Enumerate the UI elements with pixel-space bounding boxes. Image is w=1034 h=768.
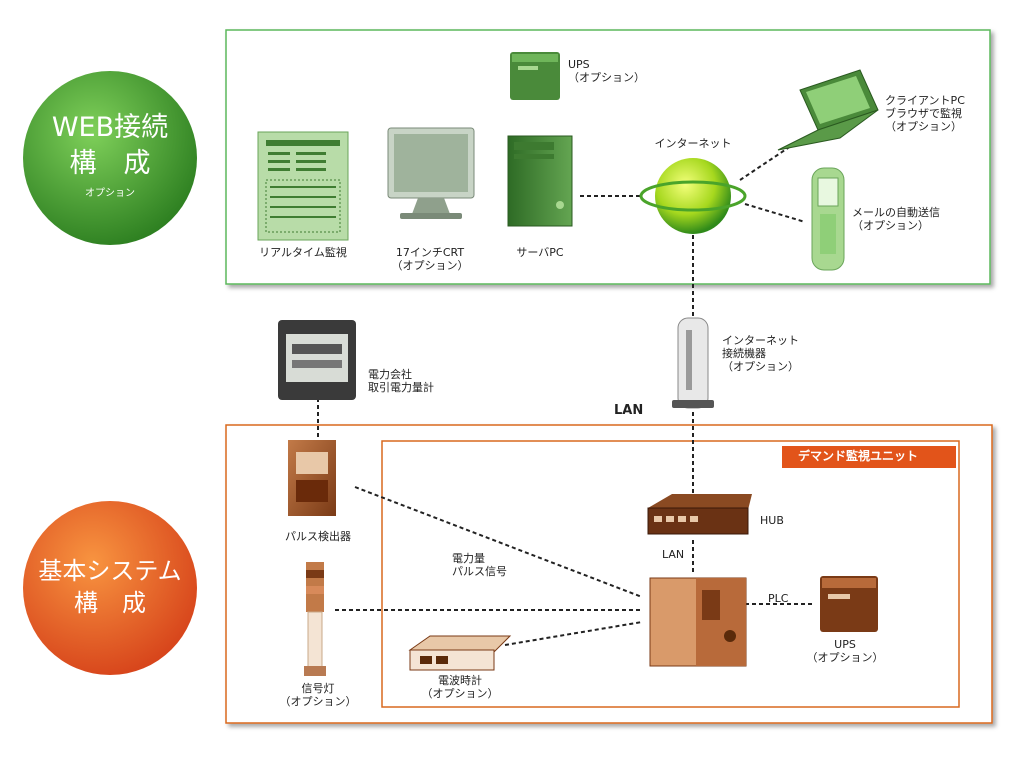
router-icon — [672, 317, 714, 409]
basic-section-box — [225, 424, 993, 724]
signal-light-label-line1: 信号灯 — [301, 682, 335, 695]
client-pc-label-line1: クライアントPC — [885, 94, 965, 107]
hub-label: HUB — [760, 514, 784, 527]
radio-clock-label: 電波時計 （オプション） — [410, 674, 510, 700]
line-internet-mail — [744, 203, 806, 223]
web-subtitle: オプション — [85, 188, 135, 199]
radio-clock-label-line1: 電波時計 — [438, 674, 482, 687]
signal-light-icon — [304, 562, 326, 676]
internet-label: インターネット — [654, 137, 732, 150]
demand-unit-box — [381, 440, 960, 708]
mobile-phone-icon — [811, 167, 845, 271]
ups-top-label: UPS （オプション） — [568, 58, 645, 84]
power-meter-icon — [278, 320, 356, 400]
client-laptop-icon — [777, 69, 879, 151]
power-meter-label-line1: 電力会社 — [368, 368, 412, 381]
crt-label: 17インチCRT （オプション） — [380, 246, 480, 272]
pulse-detector-label: パルス検出器 — [285, 530, 351, 543]
signal-light-label-line2: （オプション） — [279, 695, 357, 708]
plc-unit-icon — [649, 577, 747, 667]
demand-unit-header — [782, 446, 956, 468]
web-title-line1: WEB接続 — [51, 112, 169, 143]
ups-bottom-label-line2: （オプション） — [806, 651, 884, 664]
mail-label-line1: メールの自動送信 — [852, 206, 940, 219]
plc-label: PLC — [768, 592, 789, 605]
realtime-monitor-label: リアルタイム監視 — [259, 246, 347, 259]
mail-label-line2: （オプション） — [852, 219, 929, 232]
crt-monitor-icon — [387, 127, 475, 219]
ups-top-label-line2: （オプション） — [568, 71, 645, 84]
basic-title-line1: 基本システム — [38, 557, 182, 585]
pulse-signal-label: 電力量 パルス信号 — [452, 552, 507, 578]
mail-label: メールの自動送信 （オプション） — [852, 206, 940, 232]
web-title-line2: 構 成 — [69, 148, 151, 179]
basic-title-line2: 構 成 — [74, 589, 146, 617]
pulse-detector-icon — [288, 440, 336, 516]
radio-clock-icon — [408, 635, 512, 671]
crt-label-line1: 17インチCRT — [395, 246, 465, 259]
ups-top-icon — [510, 52, 560, 100]
lan-hub-label: LAN — [662, 548, 685, 561]
pulse-signal-label-line2: パルス信号 — [452, 565, 507, 578]
server-label: サーバPC — [516, 246, 564, 259]
ups-bottom-label-line1: UPS — [834, 638, 856, 651]
client-pc-label: クライアントPC ブラウザで監視 （オプション） — [885, 94, 965, 133]
pulse-signal-label-line1: 電力量 — [452, 552, 485, 565]
signal-light-label: 信号灯 （オプション） — [268, 682, 368, 708]
internet-globe-icon — [639, 158, 747, 234]
line-internet-client — [739, 139, 801, 181]
realtime-monitor-icon — [257, 131, 349, 241]
web-section-box — [225, 29, 991, 285]
lan-label: LAN — [614, 403, 644, 418]
web-circle — [23, 71, 197, 245]
crt-label-line2: （オプション） — [391, 259, 469, 272]
router-label-line1: インターネット — [722, 334, 799, 347]
demand-unit-title: デマンド監視ユニット — [798, 449, 919, 463]
server-pc-icon — [507, 135, 573, 227]
power-meter-label: 電力会社 取引電力量計 — [368, 368, 434, 394]
router-label: インターネット 接続機器 （オプション） — [722, 334, 799, 373]
ups-bottom-icon — [820, 576, 878, 632]
client-pc-label-line2: ブラウザで監視 — [885, 107, 962, 120]
power-meter-label-line2: 取引電力量計 — [368, 381, 434, 394]
router-label-line3: （オプション） — [722, 360, 799, 373]
hub-icon — [647, 494, 752, 535]
ups-top-label-line1: UPS — [568, 58, 590, 71]
line-pulse-unit — [354, 486, 643, 598]
basic-circle — [23, 501, 197, 675]
router-label-line2: 接続機器 — [722, 347, 766, 360]
ups-bottom-label: UPS （オプション） — [800, 638, 890, 664]
client-pc-label-line3: （オプション） — [885, 120, 962, 133]
radio-clock-label-line2: （オプション） — [421, 687, 499, 700]
line-clock-unit — [504, 621, 643, 646]
